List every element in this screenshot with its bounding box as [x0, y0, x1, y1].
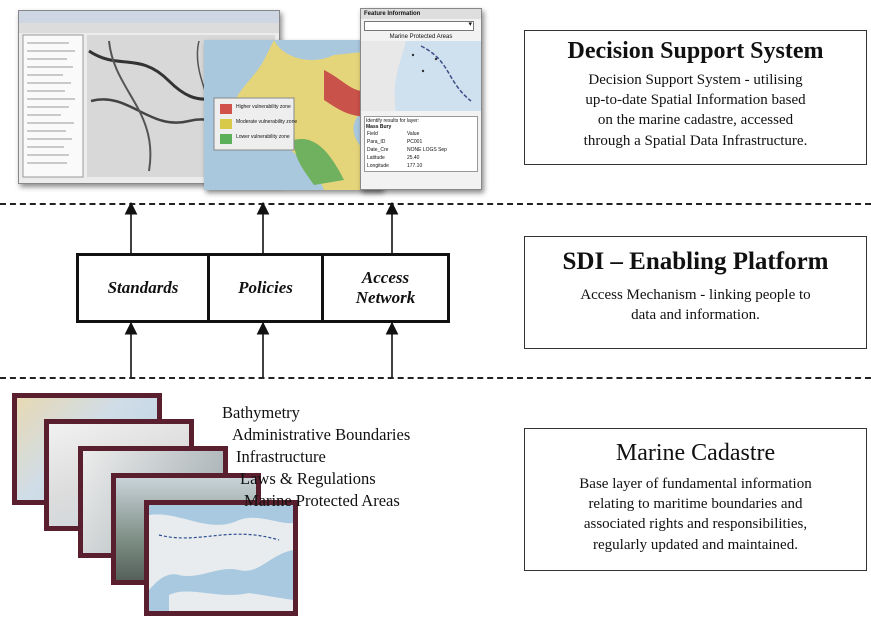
table-row: Date_Cre NONE LOGS Sep	[366, 146, 476, 154]
table-row: Para_ID PC001	[366, 138, 476, 146]
cadastre-desc-line: regularly updated and maintained.	[593, 536, 798, 553]
arrows-lower	[124, 321, 399, 377]
layer-item-infrastructure: Infrastructure	[236, 447, 326, 466]
legend-swatch-moderate	[220, 119, 232, 129]
chevron-down-icon: ▾	[468, 21, 472, 28]
layer-item-mpa: Marine Protected Areas	[244, 491, 400, 510]
popup-title: Feature Information	[361, 9, 481, 19]
cadastre-desc-line: Base layer of fundamental information	[579, 475, 812, 492]
table-cell: 25.40	[406, 155, 420, 161]
table-cell: Date_Cre	[367, 147, 389, 153]
table-row: Longitude 177.10	[366, 162, 476, 170]
dss-desc-line: Decision Support System - utilising	[588, 71, 803, 88]
popup-dropdown: ▾	[364, 21, 474, 31]
cadastre-description: Base layer of fundamental information re…	[525, 474, 866, 555]
table-cell: 177.10	[406, 163, 423, 169]
arrows-upper	[124, 201, 399, 253]
layer-list: Bathymetry Administrative Boundaries Inf…	[222, 402, 410, 512]
dss-box: Decision Support System Decision Support…	[524, 30, 867, 165]
cadastre-desc-line: associated rights and responsibilities,	[583, 516, 808, 533]
access-label: Access	[361, 268, 410, 288]
layer-item-bathymetry: Bathymetry	[222, 403, 300, 422]
table-cell: Value	[406, 131, 420, 137]
sdi-platform-box: Standards Policies Access Network	[76, 253, 450, 323]
separator-top	[0, 203, 871, 205]
layer-item-admin-boundaries: Administrative Boundaries	[232, 425, 411, 444]
access-network-cell: Access Network	[321, 256, 447, 320]
network-label: Network	[355, 288, 416, 307]
standards-label: Standards	[107, 278, 179, 298]
dss-description: Decision Support System - utilising up-t…	[525, 70, 866, 151]
sdi-description: Access Mechanism - linking people to dat…	[525, 285, 866, 326]
table-cell: PC001	[406, 139, 423, 145]
table-cell: Latitude	[367, 155, 385, 161]
table-row: Field Value	[366, 130, 476, 138]
dss-title: Decision Support System	[567, 38, 824, 64]
sdi-title: SDI – Enabling Platform	[562, 248, 829, 275]
gis-desktop-image	[19, 11, 279, 178]
table-cell: Field	[367, 131, 378, 137]
vulnerability-map-image	[204, 40, 382, 190]
popup-results-sub: Mass Bury	[366, 124, 392, 130]
dss-desc-line: through a Spatial Data Infrastructure.	[583, 132, 808, 149]
cadastre-box: Marine Cadastre Base layer of fundamenta…	[524, 428, 867, 571]
layer-item-laws: Laws & Regulations	[240, 469, 376, 488]
popup-header: Marine Protected Areas	[389, 34, 453, 40]
table-cell: Para_ID	[367, 139, 386, 145]
separator-bottom	[0, 377, 871, 379]
table-row: Latitude 25.40	[366, 154, 476, 162]
map-legend-high: Higher vulnerability zone	[236, 104, 291, 110]
cadastre-title: Marine Cadastre	[615, 440, 776, 466]
standards-cell: Standards	[79, 256, 207, 320]
popup-map-image	[361, 41, 481, 111]
sdi-desc-line: Access Mechanism - linking people to	[580, 287, 811, 303]
map-legend-low: Lower vulnerability zone	[236, 134, 290, 140]
legend-swatch-low	[220, 134, 232, 144]
popup-results-title: Identify results for layer:	[366, 118, 420, 124]
feature-info-popup: Feature Information ▾ Marine Protected A…	[360, 8, 482, 190]
table-cell: Longitude	[367, 163, 389, 169]
gis-desktop-screenshot	[18, 10, 280, 184]
cadastre-desc-line: relating to maritime boundaries and	[588, 496, 803, 513]
policies-label: Policies	[238, 278, 293, 298]
layer-card-mpa	[144, 500, 298, 616]
dss-desc-line: on the marine cadastre, accessed	[597, 112, 794, 129]
legend-swatch-high	[220, 104, 232, 114]
map-legend-moderate: Moderate vulnerability zone	[236, 119, 298, 125]
dss-desc-line: up-to-date Spatial Information based	[585, 92, 806, 109]
sdi-box: SDI – Enabling Platform Access Mechanism…	[524, 236, 867, 349]
sdi-desc-line: data and information.	[631, 307, 760, 324]
popup-results-table: Field Value Para_ID PC001 Date_Cre NONE LOG…	[366, 130, 476, 170]
popup-results: Identify results for layer: Mass Bury Fi…	[364, 116, 478, 172]
mpa-map-image	[149, 505, 293, 611]
vulnerability-map-screenshot: Higher vulnerability zone Moderate vulne…	[204, 40, 382, 190]
policies-cell: Policies	[207, 256, 321, 320]
table-cell: NONE LOGS Sep	[406, 147, 447, 153]
